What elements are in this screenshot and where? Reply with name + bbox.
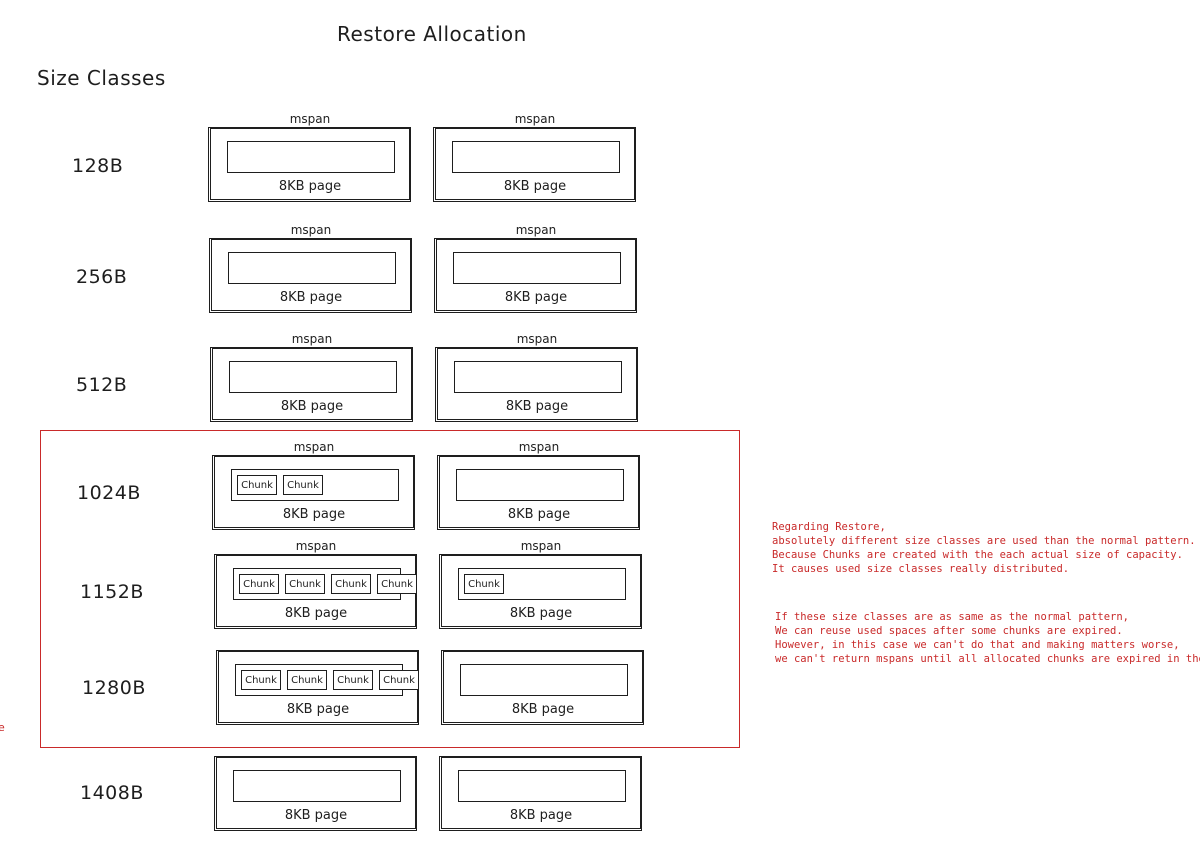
mspan-label: mspan xyxy=(514,112,556,126)
chunk-block: Chunk xyxy=(237,475,277,495)
chunk-block: Chunk xyxy=(377,574,417,594)
page-slot xyxy=(460,664,628,696)
size-class-label: 1152B xyxy=(80,581,144,603)
size-class-label: 512B xyxy=(76,374,128,396)
page-slot xyxy=(452,141,620,173)
note-line: We can reuse used spaces after some chun… xyxy=(775,625,1123,637)
chunk-block: Chunk xyxy=(287,670,327,690)
note-line: absolutely different size classes are us… xyxy=(772,535,1196,547)
page-slot xyxy=(227,141,395,173)
page-size-label: 8KB page xyxy=(509,808,573,823)
mspan-label: mspan xyxy=(289,112,331,126)
note-line: However, in this case we can't do that a… xyxy=(775,639,1180,651)
highlight-region xyxy=(40,430,740,748)
mspan-box: 8KB page xyxy=(434,238,637,313)
chunk-block: Chunk xyxy=(285,574,325,594)
mspan-box: 8KB page xyxy=(441,650,644,725)
note-line: Because Chunks are created with the each… xyxy=(772,549,1183,561)
size-class-label: 256B xyxy=(76,266,128,288)
mspan-box: 8KB page xyxy=(208,127,411,202)
mspan-label: mspan xyxy=(516,332,558,346)
mspan-box: Chunk Chunk Chunk Chunk 8KB page xyxy=(214,554,417,629)
mspan-label: mspan xyxy=(295,539,337,553)
page-size-label: 8KB page xyxy=(504,290,568,305)
chunk-block: Chunk xyxy=(464,574,504,594)
note-line: Regarding Restore, xyxy=(772,521,886,533)
note-line: we can't return mspans until all allocat… xyxy=(775,653,1200,665)
note-regarding-restore: Regarding Restore, absolutely different … xyxy=(772,520,1196,576)
page-slot xyxy=(454,361,622,393)
page-slot xyxy=(228,252,396,284)
page-size-label: 8KB page xyxy=(286,702,350,717)
note-line: It causes used size classes really distr… xyxy=(772,563,1070,575)
page-size-label: 8KB page xyxy=(505,399,569,414)
diagram-title: Restore Allocation xyxy=(337,22,527,46)
page-size-label: 8KB page xyxy=(282,507,346,522)
page-slot xyxy=(233,770,401,802)
chunk-block: Chunk xyxy=(379,670,419,690)
page-slot xyxy=(231,469,399,501)
size-class-label: 1408B xyxy=(80,782,144,804)
size-class-label: 1024B xyxy=(77,482,141,504)
mspan-label: mspan xyxy=(290,223,332,237)
page-size-label: 8KB page xyxy=(511,702,575,717)
mspan-label: mspan xyxy=(520,539,562,553)
note-line: If these size classes are as same as the… xyxy=(775,611,1130,623)
page-size-label: 8KB page xyxy=(280,399,344,414)
mspan-label: mspan xyxy=(515,223,557,237)
chunk-block: Chunk xyxy=(239,574,279,594)
chunk-block: Chunk xyxy=(331,574,371,594)
page-size-label: 8KB page xyxy=(279,290,343,305)
mspan-box: 8KB page xyxy=(437,455,640,530)
chunk-block: Chunk xyxy=(333,670,373,690)
mspan-box: 8KB page xyxy=(439,756,642,831)
page-slot xyxy=(458,770,626,802)
page-size-label: 8KB page xyxy=(284,808,348,823)
page-slot xyxy=(229,361,397,393)
note-reuse-spaces: If these size classes are as same as the… xyxy=(775,610,1200,666)
size-classes-heading: Size Classes xyxy=(37,66,166,90)
mspan-box: Chunk Chunk 8KB page xyxy=(212,455,415,530)
mspan-box: Chunk 8KB page xyxy=(439,554,642,629)
mspan-label: mspan xyxy=(291,332,333,346)
chunk-block: Chunk xyxy=(241,670,281,690)
page-slot xyxy=(453,252,621,284)
page-size-label: 8KB page xyxy=(509,606,573,621)
edge-text-fragment: e xyxy=(0,721,5,734)
mspan-box: 8KB page xyxy=(210,347,413,422)
size-class-label: 1280B xyxy=(82,677,146,699)
size-class-label: 128B xyxy=(72,155,124,177)
mspan-box: Chunk Chunk Chunk Chunk 8KB page xyxy=(216,650,419,725)
page-size-label: 8KB page xyxy=(503,179,567,194)
page-slot xyxy=(456,469,624,501)
page-slot xyxy=(458,568,626,600)
mspan-label: mspan xyxy=(518,440,560,454)
mspan-label: mspan xyxy=(293,440,335,454)
mspan-box: 8KB page xyxy=(209,238,412,313)
page-size-label: 8KB page xyxy=(278,179,342,194)
mspan-box: 8KB page xyxy=(214,756,417,831)
page-size-label: 8KB page xyxy=(507,507,571,522)
mspan-box: 8KB page xyxy=(435,347,638,422)
mspan-box: 8KB page xyxy=(433,127,636,202)
page-size-label: 8KB page xyxy=(284,606,348,621)
chunk-block: Chunk xyxy=(283,475,323,495)
